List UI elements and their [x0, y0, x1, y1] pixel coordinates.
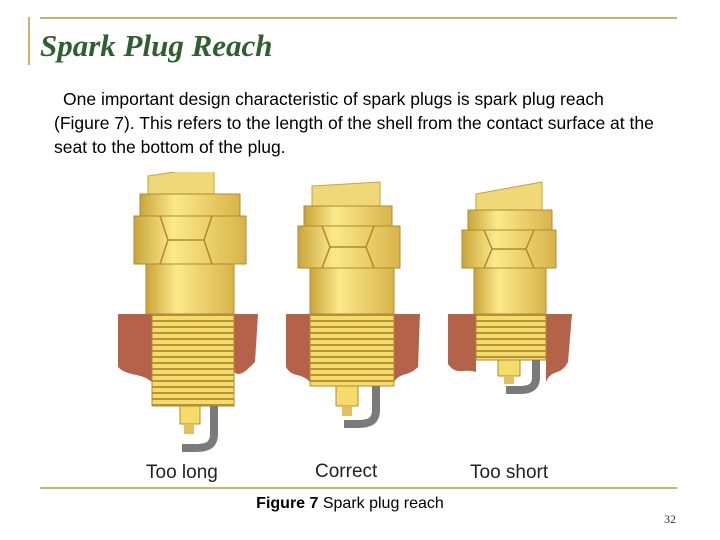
frame-bottom-line — [40, 487, 677, 489]
caption-figure-number: Figure 7 — [256, 495, 319, 512]
label-too-long: Too long — [146, 462, 218, 483]
spark-plug-figure: Too long Correct Too short — [118, 172, 572, 483]
label-correct: Correct — [315, 461, 378, 482]
caption-text: Spark plug reach — [318, 495, 444, 512]
page-number: 32 — [664, 512, 676, 526]
frame-left-line — [28, 17, 30, 65]
frame-top-line — [40, 17, 677, 19]
plug-correct — [286, 181, 420, 428]
figure-caption: Figure 7 Spark plug reach — [0, 495, 700, 513]
slide-body-text: One important design characteristic of s… — [54, 89, 654, 157]
plug-too-short — [448, 181, 572, 394]
plug-too-long — [118, 172, 258, 452]
slide-title: Spark Plug Reach — [40, 28, 273, 63]
label-too-short: Too short — [470, 462, 549, 483]
